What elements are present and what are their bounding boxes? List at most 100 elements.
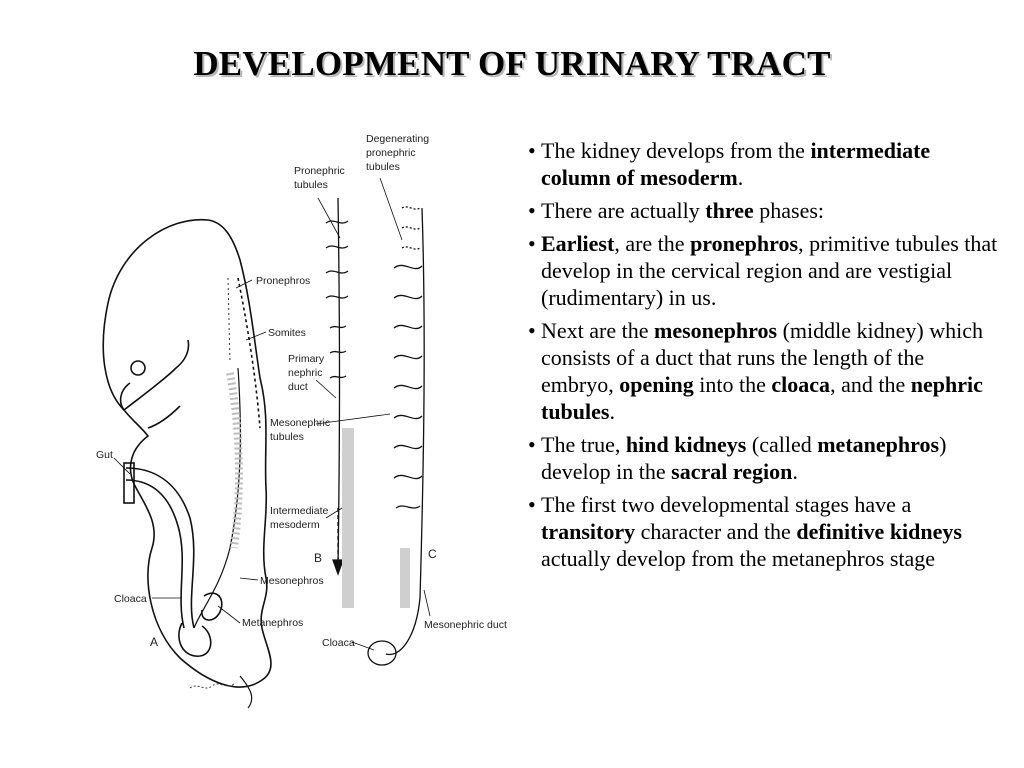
bullet-text: . (609, 399, 615, 424)
embryo-figure-a (102, 218, 272, 709)
diagram-svg: Degenerating pronephric tubules Pronephr… (96, 133, 507, 709)
embryo-outline (102, 218, 272, 688)
bullet-text: Next are the (541, 318, 654, 343)
bullet-item: •There are actually three phases: (528, 197, 998, 224)
tubule-column-b (325, 197, 349, 576)
embryo-somite-ridge (237, 277, 261, 429)
pronephric-tubule-6 (329, 350, 347, 354)
pronephric-tubule-2 (325, 245, 349, 249)
meso-tubule-3 (393, 324, 423, 330)
bullet-item: •The first two developmental stages have… (528, 491, 998, 572)
duct-b (337, 197, 341, 569)
metanephros-bud (201, 592, 223, 621)
label-panel-b: B (314, 551, 322, 565)
bullet-marker: • (528, 231, 536, 256)
bullet-text: ) develop in the (541, 432, 947, 484)
bullet-item: •The true, hind kidneys (called metaneph… (528, 431, 998, 485)
pronephric-tubule-3 (325, 270, 349, 274)
label-somites: Somites (268, 327, 306, 339)
bullet-emphasis: three (705, 198, 754, 223)
bullet-emphasis: Earliest (541, 231, 615, 256)
bullet-emphasis: mesonephros (654, 318, 778, 343)
bullet-marker: • (528, 492, 536, 517)
embryo-jaw (119, 382, 131, 411)
bullet-emphasis: definitive kidneys (796, 519, 962, 544)
meso-tubule-6 (393, 414, 423, 420)
label-intermediate: Intermediate (270, 505, 329, 517)
embryo-branchial (147, 405, 181, 429)
tubule-column-c (367, 206, 425, 666)
label-mesonephric-tubules: tubules (270, 431, 304, 443)
bullet-marker: • (528, 318, 536, 343)
intermediate-mesoderm-b (342, 428, 354, 608)
embryo-eye (130, 360, 146, 376)
label-primary-duct: duct (288, 381, 308, 393)
pronephros-ridge (227, 277, 231, 364)
bullet-text: phases: (753, 198, 825, 223)
label-intermediate-mesoderm: mesoderm (270, 519, 320, 531)
mesonephros-shading (226, 372, 243, 549)
kidney-development-diagram: Degenerating pronephric tubules Pronephr… (90, 128, 510, 713)
bullet-text: , and the (830, 372, 911, 397)
bullet-text: actually develop from the metanephros st… (541, 546, 936, 571)
label-pronephric: Pronephric (294, 165, 345, 177)
meso-tubule-1 (393, 264, 423, 270)
bullet-text: (middle kidney) which consists of a duct… (541, 318, 983, 397)
pronephric-tubule-4 (325, 295, 349, 299)
bullet-emphasis: pronephros (690, 231, 799, 256)
primary-duct-a (193, 367, 241, 629)
intermediate-mesoderm-c (400, 548, 410, 608)
label-gut: Gut (96, 449, 113, 461)
label-degenerating-tubules: tubules (366, 161, 400, 173)
bullet-text: The true, (541, 432, 626, 457)
bullet-text: The first two developmental stages have … (541, 492, 912, 517)
label-pronephros: Pronephros (256, 275, 310, 287)
bullet-text: , primitive tubules that develop in the … (541, 231, 998, 310)
meso-tubule-4 (393, 354, 423, 360)
bullet-item: •Next are the mesonephros (middle kidney… (528, 317, 998, 425)
meso-tubule-7 (393, 444, 423, 450)
bullet-emphasis: hind kidneys (625, 432, 747, 457)
bullet-emphasis: cloaca (771, 372, 831, 397)
bullet-text: . (792, 459, 798, 484)
leader-lines (113, 177, 431, 651)
label-panel-a: A (150, 635, 158, 649)
label-metanephros: Metanephros (242, 617, 303, 629)
bullet-emphasis: sacral region (671, 459, 793, 484)
label-mesonephric: Mesonephric (270, 417, 330, 429)
bullet-marker: • (528, 432, 536, 457)
meso-tubule-5 (393, 384, 423, 390)
bullet-marker: • (528, 138, 536, 163)
bullet-text: . (737, 165, 744, 190)
bullet-list: •The kidney develops from the intermedia… (528, 137, 998, 578)
label-cloaca-c: Cloaca (322, 637, 355, 649)
cloaca-shape (178, 622, 212, 657)
meso-tubule-2 (393, 294, 423, 300)
label-primary: Primary (288, 353, 325, 365)
tail (239, 675, 253, 709)
bullet-text: into the (693, 372, 772, 397)
bullet-text: (called (746, 432, 818, 457)
bullet-emphasis: metanephros (817, 432, 940, 457)
meso-tubule-8 (393, 474, 423, 480)
bullet-emphasis: opening (619, 372, 694, 397)
meso-tubule-9 (395, 505, 421, 509)
bullet-text: There are actually (541, 198, 706, 223)
gut-tube (125, 467, 195, 629)
bullet-text: , are the (614, 231, 691, 256)
bullet-item: •Earliest, are the pronephros, primitive… (528, 230, 998, 311)
duct-c (385, 207, 425, 656)
bullet-emphasis: intermediate column of mesoderm (541, 138, 931, 190)
pronephric-tubule-1 (325, 220, 349, 224)
bullet-text: character and the (635, 519, 797, 544)
label-mesonephros: Mesonephros (260, 575, 324, 587)
label-degenerating-pronephric: pronephric (366, 147, 416, 159)
pronephric-tubule-5 (329, 325, 347, 329)
bullet-text: The kidney develops from the (541, 138, 811, 163)
label-primary-nephric: nephric (288, 367, 322, 379)
label-pronephric-tubules: tubules (294, 179, 328, 191)
gut-end (123, 462, 135, 504)
embryo-head-curve (123, 339, 190, 411)
bullet-emphasis: nephric tubules (541, 372, 983, 424)
label-mesonephric-duct: Mesonephric duct (424, 619, 507, 631)
